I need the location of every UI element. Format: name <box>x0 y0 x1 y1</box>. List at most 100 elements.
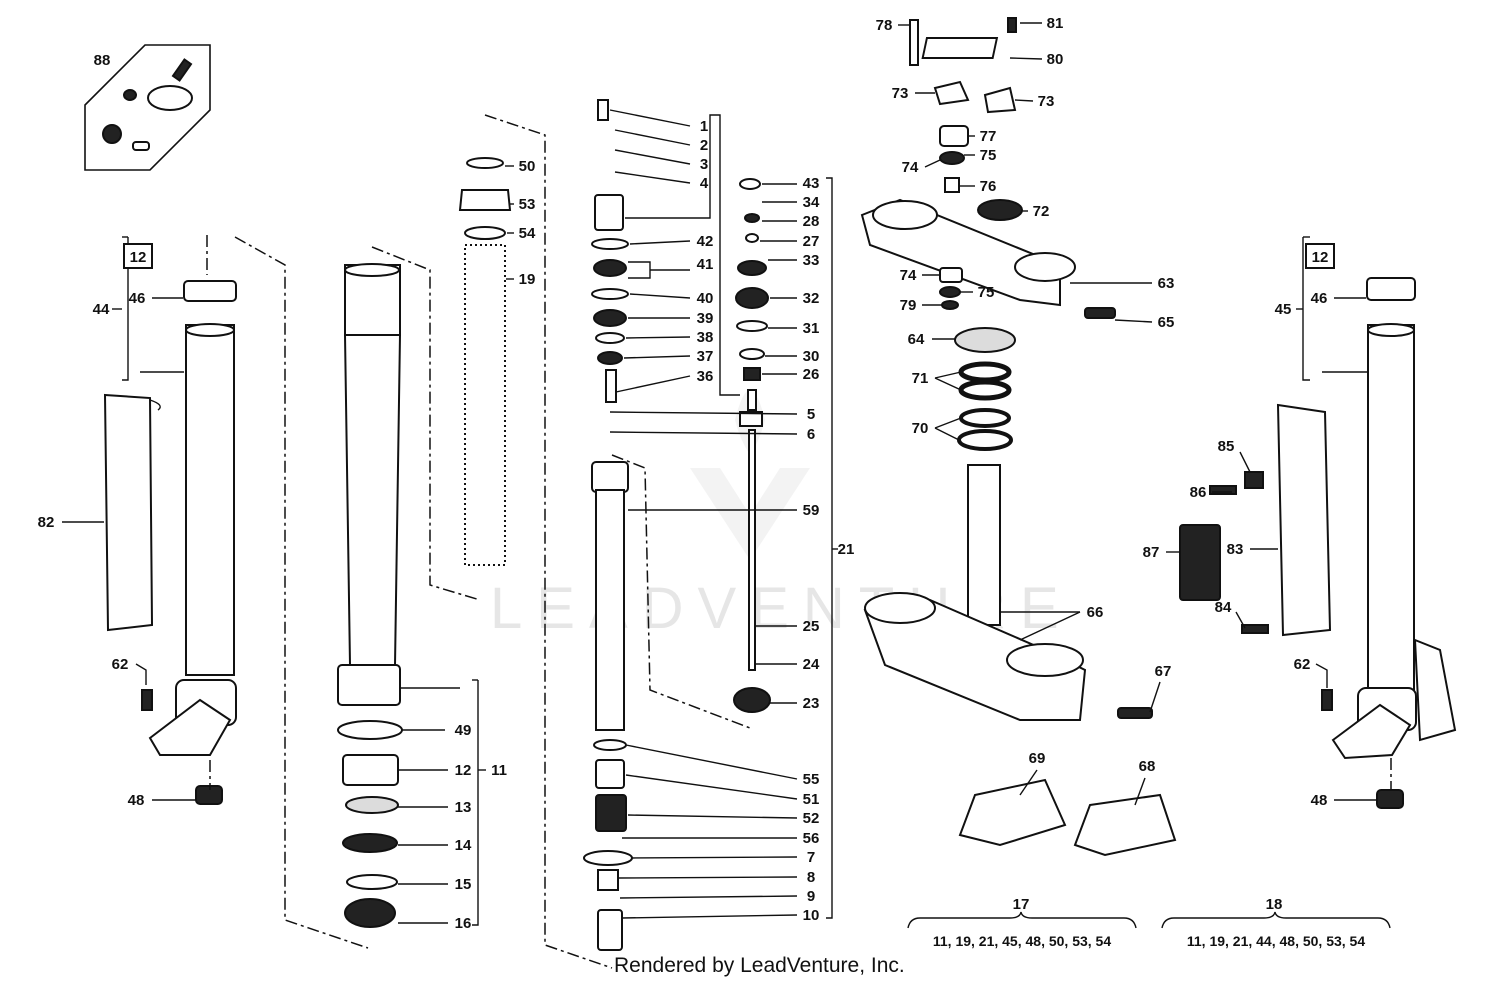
callout-13: 13 <box>455 799 472 816</box>
callout-21: 21 <box>838 541 855 558</box>
callout-41: 41 <box>697 256 714 273</box>
callout-45: 45 <box>1275 301 1292 318</box>
callout-63: 63 <box>1158 275 1175 292</box>
callout-27: 27 <box>803 233 820 250</box>
callout-3: 3 <box>700 156 708 173</box>
callout-75: 75 <box>978 284 995 301</box>
callout-15: 15 <box>455 876 472 893</box>
callout-65: 65 <box>1158 314 1175 331</box>
callout-48: 48 <box>1311 792 1328 809</box>
callout-48: 48 <box>128 792 145 809</box>
callout-85: 85 <box>1218 438 1235 455</box>
seal-stack <box>337 720 403 928</box>
callout-43: 43 <box>803 175 820 192</box>
callout-16: 16 <box>455 915 472 932</box>
callout-51: 51 <box>803 791 820 808</box>
leader-lines <box>62 22 1392 969</box>
callout-55: 55 <box>803 771 820 788</box>
callout-73: 73 <box>1038 93 1055 110</box>
callout-18: 18 <box>1266 896 1283 913</box>
callout-83: 83 <box>1227 541 1244 558</box>
callout-42: 42 <box>697 233 714 250</box>
callout-8: 8 <box>807 869 815 886</box>
callout-52: 52 <box>803 810 820 827</box>
callout-79: 79 <box>900 297 917 314</box>
kit-17-parts: 11, 19, 21, 45, 48, 50, 53, 54 <box>933 933 1111 949</box>
callout-34: 34 <box>803 194 820 211</box>
callout-12: 12 <box>130 249 147 266</box>
callout-10: 10 <box>803 907 820 924</box>
callout-64: 64 <box>908 331 925 348</box>
callout-68: 68 <box>1139 758 1156 775</box>
callout-28: 28 <box>803 213 820 230</box>
callout-24: 24 <box>803 656 820 673</box>
callout-74: 74 <box>902 159 919 176</box>
callout-82: 82 <box>38 514 55 531</box>
callout-46: 46 <box>1311 290 1328 307</box>
top-clamp-hardware <box>909 17 1023 221</box>
callout-75: 75 <box>980 147 997 164</box>
callout-53: 53 <box>519 196 536 213</box>
callout-32: 32 <box>803 290 820 307</box>
callout-44: 44 <box>93 301 110 318</box>
callout-81: 81 <box>1047 15 1064 32</box>
outer-tube <box>337 263 402 706</box>
fork-guard-82 <box>103 393 161 632</box>
callout-7: 7 <box>807 849 815 866</box>
callout-40: 40 <box>697 290 714 307</box>
callout-46: 46 <box>129 290 146 307</box>
callout-62: 62 <box>1294 656 1311 673</box>
callout-4: 4 <box>700 175 709 192</box>
callout-12: 12 <box>455 762 472 779</box>
cartridge-assembly <box>583 99 633 951</box>
callout-71: 71 <box>912 370 929 387</box>
fork-guard-83 <box>1179 403 1332 637</box>
callout-78: 78 <box>876 17 893 34</box>
callout-67: 67 <box>1155 663 1172 680</box>
callout-25: 25 <box>803 618 820 635</box>
callout-1: 1 <box>700 118 708 135</box>
damper-rod <box>733 178 771 713</box>
callout-39: 39 <box>697 310 714 327</box>
callout-74: 74 <box>900 267 917 284</box>
callout-31: 31 <box>803 320 820 337</box>
callout-73: 73 <box>892 85 909 102</box>
callout-76: 76 <box>980 178 997 195</box>
callout-26: 26 <box>803 366 820 383</box>
upper-triple-clamp <box>860 198 1116 319</box>
fork-covers <box>958 778 1177 857</box>
callout-62: 62 <box>112 656 129 673</box>
callout-37: 37 <box>697 348 714 365</box>
callout-77: 77 <box>980 128 997 145</box>
callout-11: 11 <box>491 762 507 779</box>
box-label-12-right <box>1305 243 1335 269</box>
kit-18-parts: 11, 19, 21, 44, 48, 50, 53, 54 <box>1187 933 1365 949</box>
callout-87: 87 <box>1143 544 1160 561</box>
callout-9: 9 <box>807 888 815 905</box>
callout-17: 17 <box>1013 896 1030 913</box>
callout-6: 6 <box>807 426 815 443</box>
callout-88: 88 <box>94 52 111 69</box>
box-label-12-left <box>123 243 153 269</box>
callout-23: 23 <box>803 695 820 712</box>
callout-50: 50 <box>519 158 536 175</box>
callout-19: 19 <box>519 271 536 288</box>
callout-54: 54 <box>519 225 536 242</box>
callout-66: 66 <box>1087 604 1104 621</box>
bearing-stack <box>954 327 1016 451</box>
callout-72: 72 <box>1033 203 1050 220</box>
fork-leg-left <box>141 280 237 805</box>
callout-56: 56 <box>803 830 820 847</box>
fork-leg-right <box>1321 277 1457 809</box>
callout-69: 69 <box>1029 750 1046 767</box>
clamp-kit-88 <box>84 44 211 171</box>
callout-80: 80 <box>1047 51 1064 68</box>
callout-86: 86 <box>1190 484 1207 501</box>
callout-84: 84 <box>1215 599 1232 616</box>
callout-70: 70 <box>912 420 929 437</box>
callout-36: 36 <box>697 368 714 385</box>
callout-12: 12 <box>1312 249 1329 266</box>
credit-text: Rendered by LeadVenture, Inc. <box>614 954 905 977</box>
